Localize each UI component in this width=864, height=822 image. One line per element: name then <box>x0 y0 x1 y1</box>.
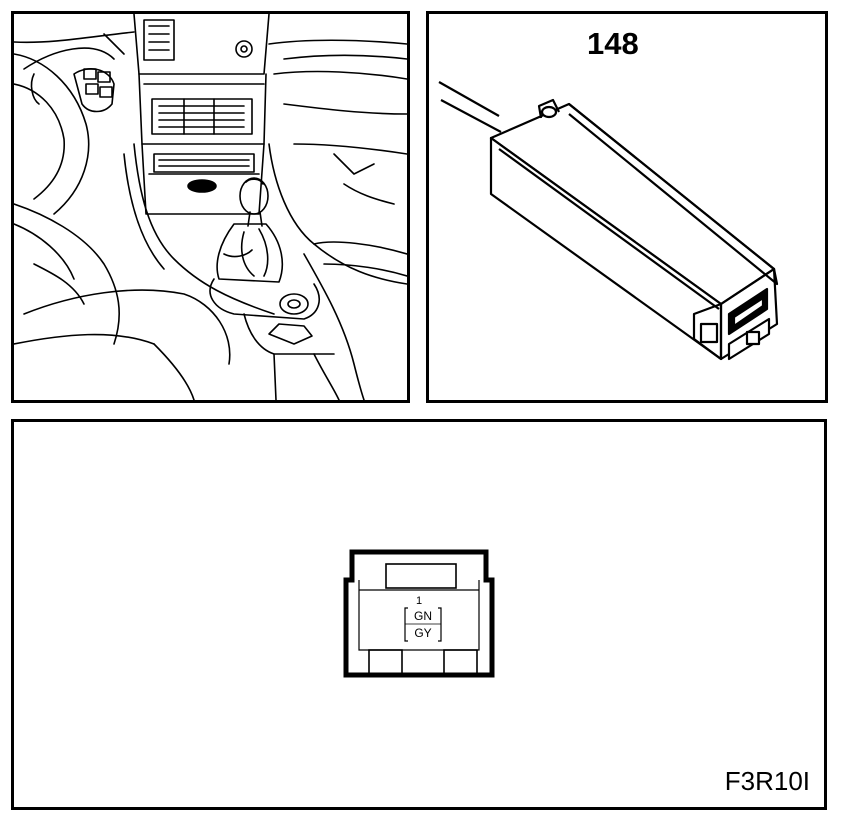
wire-color-1: GN <box>414 609 432 623</box>
pinout-panel: 1 GN GY F3R10I <box>11 419 827 810</box>
connector-housing-outline <box>343 549 495 678</box>
connector-isometric-drawing <box>438 81 779 361</box>
figure-code: F3R10I <box>724 766 810 796</box>
latch-window <box>385 563 457 589</box>
car-interior-drawing <box>14 14 407 400</box>
interior-location-panel <box>11 11 410 403</box>
pin-number-label: 1 <box>416 595 422 607</box>
connector-number: 148 <box>587 26 639 61</box>
bottom-slot-left <box>368 649 403 675</box>
bottom-slot-right <box>443 649 478 675</box>
wire-color-2: GY <box>414 626 431 640</box>
connector-view-panel: 148 <box>426 11 828 403</box>
connector-face-drawing: 1 GN GY <box>343 549 495 678</box>
